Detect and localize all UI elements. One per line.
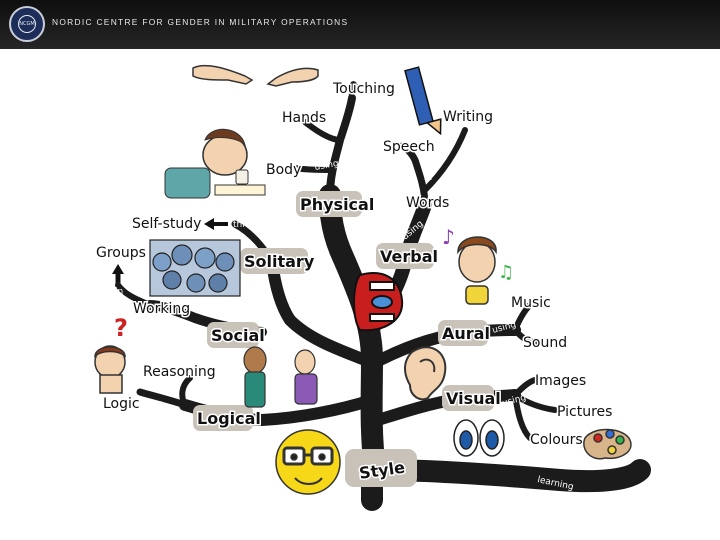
label-touching: Touching	[332, 81, 395, 97]
mouth-icon	[354, 273, 402, 330]
label-hands: Hands	[282, 110, 326, 126]
label-speech: Speech	[383, 139, 435, 155]
label-groups: Groups	[96, 245, 146, 261]
label-self-study: Self-study	[132, 216, 201, 232]
arrow-left-icon	[204, 218, 214, 230]
connector-solitary: through	[233, 220, 268, 230]
label-pictures: Pictures	[557, 404, 612, 420]
label-logical: Logical	[197, 409, 261, 428]
connector-social-in: in	[115, 287, 123, 297]
music-note-icon-2: ♫	[498, 262, 514, 283]
reader-icon	[165, 129, 265, 198]
ear-icon	[405, 347, 445, 399]
label-visual: Visual	[446, 389, 501, 408]
thinking-person-icon	[95, 346, 125, 393]
label-music: Music	[511, 295, 551, 311]
label-colours: Colours	[530, 432, 583, 448]
arrow-up-icon	[112, 264, 124, 274]
label-solitary: Solitary	[244, 252, 315, 271]
label-reasoning: Reasoning	[143, 364, 216, 380]
talking-people-icon	[244, 347, 317, 407]
connector-verbal-in: in	[424, 173, 432, 183]
label-words: Words	[406, 195, 449, 211]
label-images: Images	[535, 373, 586, 389]
label-logic: Logic	[103, 396, 140, 412]
pencil-icon	[405, 67, 444, 136]
label-verbal: Verbal	[380, 247, 438, 266]
group-people-icon	[150, 240, 240, 296]
label-sound: Sound	[523, 335, 567, 351]
label-physical: Physical	[300, 195, 374, 214]
palette-icon	[584, 430, 631, 459]
eyes-icon	[454, 420, 504, 456]
label-social: Social	[211, 326, 265, 345]
hands-icon	[193, 66, 318, 86]
music-note-icon: ♪	[442, 225, 455, 249]
question-mark-icon: ?	[114, 314, 128, 342]
label-body: Body	[266, 162, 301, 178]
label-working: Working	[133, 301, 190, 317]
label-aural: Aural	[442, 324, 490, 343]
nerd-smiley-icon	[276, 430, 340, 494]
label-writing: Writing	[443, 109, 493, 125]
music-listener-icon: ♪ ♫	[442, 225, 514, 304]
